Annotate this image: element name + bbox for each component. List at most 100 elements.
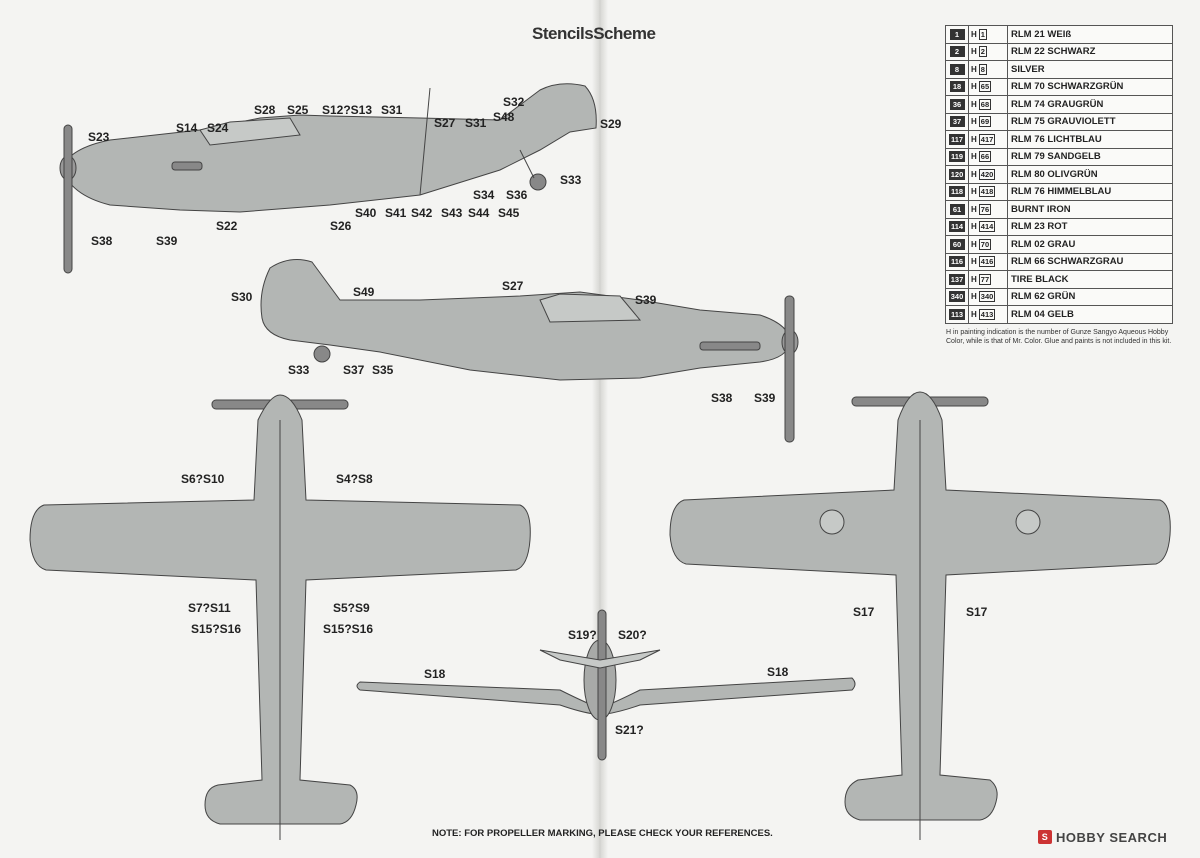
- mr-color-number-box: 117: [948, 133, 966, 145]
- callout-label: S35: [372, 363, 394, 377]
- mr-color-number: 37: [945, 112, 969, 131]
- callout-label: S38: [711, 391, 733, 405]
- hobby-color-number-box: 418: [978, 186, 996, 198]
- callout-label: S33: [288, 363, 310, 377]
- callout-label: S5?S9: [333, 601, 370, 615]
- mr-color-number-box: 61: [949, 203, 965, 215]
- callout-label: S22: [216, 219, 238, 233]
- propeller-note: NOTE: FOR PROPELLER MARKING, PLEASE CHEC…: [432, 828, 773, 839]
- callout-label: S42: [411, 206, 433, 220]
- mr-color-number: 120: [945, 165, 969, 184]
- callout-label: S31: [465, 116, 487, 130]
- callout-label: S48: [493, 110, 515, 124]
- callout-label: S40: [355, 206, 377, 220]
- mr-color-number-box: 8: [949, 63, 965, 75]
- color-name: RLM 76 HIMMELBLAU: [1007, 182, 1173, 201]
- mr-color-number: 137: [945, 270, 969, 289]
- callout-label: S33: [560, 173, 582, 187]
- watermark-logo-icon: S: [1038, 830, 1052, 844]
- hobby-color-number-box: 65: [978, 81, 992, 93]
- mr-color-number: 113: [945, 305, 969, 324]
- callout-label: S30: [231, 290, 253, 304]
- mr-color-number-box: 120: [948, 168, 966, 180]
- mr-color-number: 119: [945, 147, 969, 166]
- hobby-color-number-box: 76: [978, 203, 992, 215]
- callout-label: S4?S8: [336, 472, 373, 486]
- callout-label: S7?S11: [188, 601, 231, 615]
- callout-label: S27: [502, 279, 524, 293]
- page-title: StencilsScheme: [532, 24, 656, 43]
- mr-color-number: 1: [945, 25, 969, 44]
- top-view: [29, 394, 531, 840]
- callout-label: S45: [498, 206, 520, 220]
- color-name: RLM 66 SCHWARZGRAU: [1007, 252, 1173, 271]
- callout-label: S38: [91, 234, 113, 248]
- color-name: SILVER: [1007, 60, 1173, 79]
- callout-label: S21?: [615, 723, 644, 737]
- callout-label: S6?S10: [181, 472, 225, 486]
- callout-label: S39: [754, 391, 776, 405]
- color-name: RLM 22 SCHWARZ: [1007, 42, 1173, 61]
- mr-color-number: 2: [945, 42, 969, 61]
- side-view-left-profile: [59, 83, 597, 274]
- mr-color-number-box: 114: [948, 221, 966, 233]
- color-name: RLM 02 GRAU: [1007, 235, 1173, 254]
- color-name: RLM 21 WEIß: [1007, 25, 1173, 44]
- callout-label: S36: [506, 188, 528, 202]
- table-note: H in painting indication is the number o…: [946, 329, 1172, 345]
- callout-label: S17: [853, 605, 875, 619]
- bottom-view: [669, 391, 1171, 840]
- mr-color-number-box: 18: [949, 81, 965, 93]
- color-name: RLM 74 GRAUGRÜN: [1007, 95, 1173, 114]
- hobby-color-number-box: 340: [978, 291, 996, 303]
- front-view: [356, 609, 856, 761]
- hobby-color-number-box: 77: [978, 273, 992, 285]
- callout-label: S39: [156, 234, 178, 248]
- hobby-color-number-box: 70: [978, 238, 992, 250]
- callout-label: S25: [287, 103, 309, 117]
- hobby-color-number-box: 420: [978, 168, 996, 180]
- callout-label: S14: [176, 121, 198, 135]
- mr-color-number: 117: [945, 130, 969, 149]
- mr-color-number-box: 113: [948, 308, 966, 320]
- hobby-color-number-box: 417: [978, 133, 996, 145]
- callout-label: S37: [343, 363, 365, 377]
- callout-label: S49: [353, 285, 375, 299]
- callout-label: S18: [767, 665, 789, 679]
- callout-label: S18: [424, 667, 446, 681]
- callout-label: S28: [254, 103, 276, 117]
- mr-color-number-box: 36: [949, 98, 965, 110]
- hobby-color-number-box: 414: [978, 221, 996, 233]
- color-name: RLM 23 ROT: [1007, 217, 1173, 236]
- mr-color-number: 114: [945, 217, 969, 236]
- color-name: RLM 79 SANDGELB: [1007, 147, 1173, 166]
- mr-color-number-box: 340: [948, 291, 966, 303]
- hobby-color-number-box: 2: [978, 46, 987, 58]
- callout-label: S44: [468, 206, 490, 220]
- callout-label: S17: [966, 605, 988, 619]
- color-name: RLM 75 GRAUVIOLETT: [1007, 112, 1173, 131]
- color-name: BURNT IRON: [1007, 200, 1173, 219]
